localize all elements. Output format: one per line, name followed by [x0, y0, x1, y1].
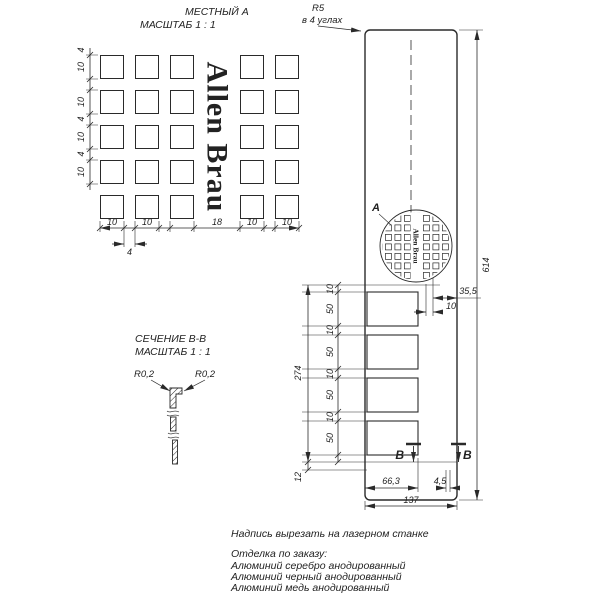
section-profile [166, 387, 183, 465]
break-lines [166, 410, 180, 417]
plate-height-dim: 614 [459, 29, 491, 501]
local-view-title: МЕСТНЫЙ А [185, 5, 249, 18]
tick-marks [86, 51, 94, 188]
perforation-grid-left [100, 55, 194, 219]
leader-line [317, 25, 362, 33]
section-letter-right: В [463, 448, 472, 462]
dim-label: 10 [76, 62, 86, 72]
profile-wall [170, 416, 177, 432]
dim-label: 4 [76, 47, 86, 52]
dim-label: 4 [127, 247, 132, 257]
dim-label: 10 [325, 369, 335, 379]
extension-lines [86, 54, 98, 185]
plate-outline [364, 29, 458, 501]
dim-label: 10 [107, 217, 117, 227]
profile-top-edge [169, 387, 183, 409]
dim-label: 4 [76, 116, 86, 121]
finish-option: Алюминий черный анодированный [230, 571, 402, 583]
corner-radius-location: в 4 углах [302, 15, 343, 26]
dim-label: 10 [282, 217, 292, 227]
dim-label: 10 [142, 217, 152, 227]
detail-circle [379, 209, 453, 283]
local-view-bottom-dim-chain: 10 10 18 10 10 4 [96, 217, 303, 257]
dim-label: 12 [293, 472, 303, 482]
dim-label: 10 [325, 325, 335, 335]
section-letter-left: В [395, 448, 404, 462]
plate-slot [366, 420, 419, 456]
finish-title: Отделка по заказу: [231, 548, 327, 560]
dim-label: 137 [403, 495, 419, 505]
dim-label: 10 [325, 284, 335, 294]
dim-label: 50 [325, 390, 335, 400]
dim-label: 10 [325, 412, 335, 422]
dim-label: 10 [76, 97, 86, 107]
extension-lines [425, 278, 434, 316]
dim-label: 274 [293, 365, 303, 381]
tick-marks [304, 458, 312, 474]
extension-lines [123, 232, 136, 247]
dim-label: 18 [212, 217, 222, 227]
section-cut-markers: В В [395, 442, 472, 462]
finish-option: Алюминий серебро анодированный [230, 560, 406, 572]
plate-view: Allen Brau А 10 50 10 50 10 50 10 50 274… [293, 29, 491, 510]
dim-label: 10 [247, 217, 257, 227]
dim-label: 4 [76, 151, 86, 156]
corner-radius-value: R5 [312, 3, 325, 14]
dim-label: 35,5 [459, 286, 478, 296]
tick-marks [334, 281, 342, 466]
fillet-radius-right: R0,2 [195, 369, 216, 380]
dim-label: 10 [446, 301, 456, 311]
brand-watermark-text: Allen Brau [201, 62, 234, 213]
laser-note: Надпись вырезать на лазерном станке [231, 528, 429, 540]
detail-logo-band [410, 212, 422, 280]
plate-overall-dim: 274 12 [293, 285, 312, 482]
section-view-scale: МАСШТАБ 1 : 1 [135, 346, 211, 358]
leader-line [183, 379, 206, 392]
notes-block: Надпись вырезать на лазерном станке Отде… [230, 528, 429, 594]
detail-label: А [371, 202, 380, 214]
extension-lines [302, 284, 457, 471]
plate-slot [366, 291, 419, 327]
extension-lines [364, 458, 458, 510]
plate-slot [366, 334, 419, 370]
detail-circle-content: Allen Brau [382, 212, 450, 280]
dim-label: 614 [481, 257, 491, 272]
local-view-scale: МАСШТАБ 1 : 1 [140, 19, 216, 31]
plate-right-dims: 35,5 10 [414, 278, 481, 316]
break-lines [167, 432, 180, 439]
dim-label: 50 [325, 433, 335, 443]
dim-label: 10 [76, 132, 86, 142]
section-view-title: СЕЧЕНИЕ В-В [135, 333, 206, 345]
dim-label: 66,3 [382, 476, 400, 486]
leader-line [150, 379, 171, 392]
dim-label: 50 [325, 347, 335, 357]
corner-radius-note: R5 в 4 углах [302, 3, 362, 33]
plate-left-dim-chain: 10 50 10 50 10 50 10 50 [302, 281, 457, 471]
local-view: МЕСТНЫЙ А МАСШТАБ 1 : 1 Allen Brau 4 10 … [76, 5, 303, 257]
dim-label: 4,5 [434, 476, 448, 486]
profile-wall [172, 439, 178, 465]
dim-label: 10 [76, 167, 86, 177]
local-view-left-dim-chain: 4 10 10 4 10 4 10 [76, 47, 98, 190]
plate-bottom-dims: 66,3 4,5 137 [364, 458, 460, 510]
dim-label: 50 [325, 304, 335, 314]
plate-slot [366, 377, 419, 413]
finish-option: Алюминий медь анодированный [230, 582, 390, 594]
perforation-grid-right [240, 55, 299, 219]
detail-brand-watermark: Allen Brau [412, 228, 421, 263]
extension-lines [459, 29, 483, 501]
fillet-radius-left: R0,2 [134, 369, 155, 380]
section-view: СЕЧЕНИЕ В-В МАСШТАБ 1 : 1 R0,2 R0,2 [134, 333, 216, 465]
extension-lines [99, 221, 300, 232]
tick-marks [96, 224, 303, 232]
leader-line [378, 213, 392, 226]
